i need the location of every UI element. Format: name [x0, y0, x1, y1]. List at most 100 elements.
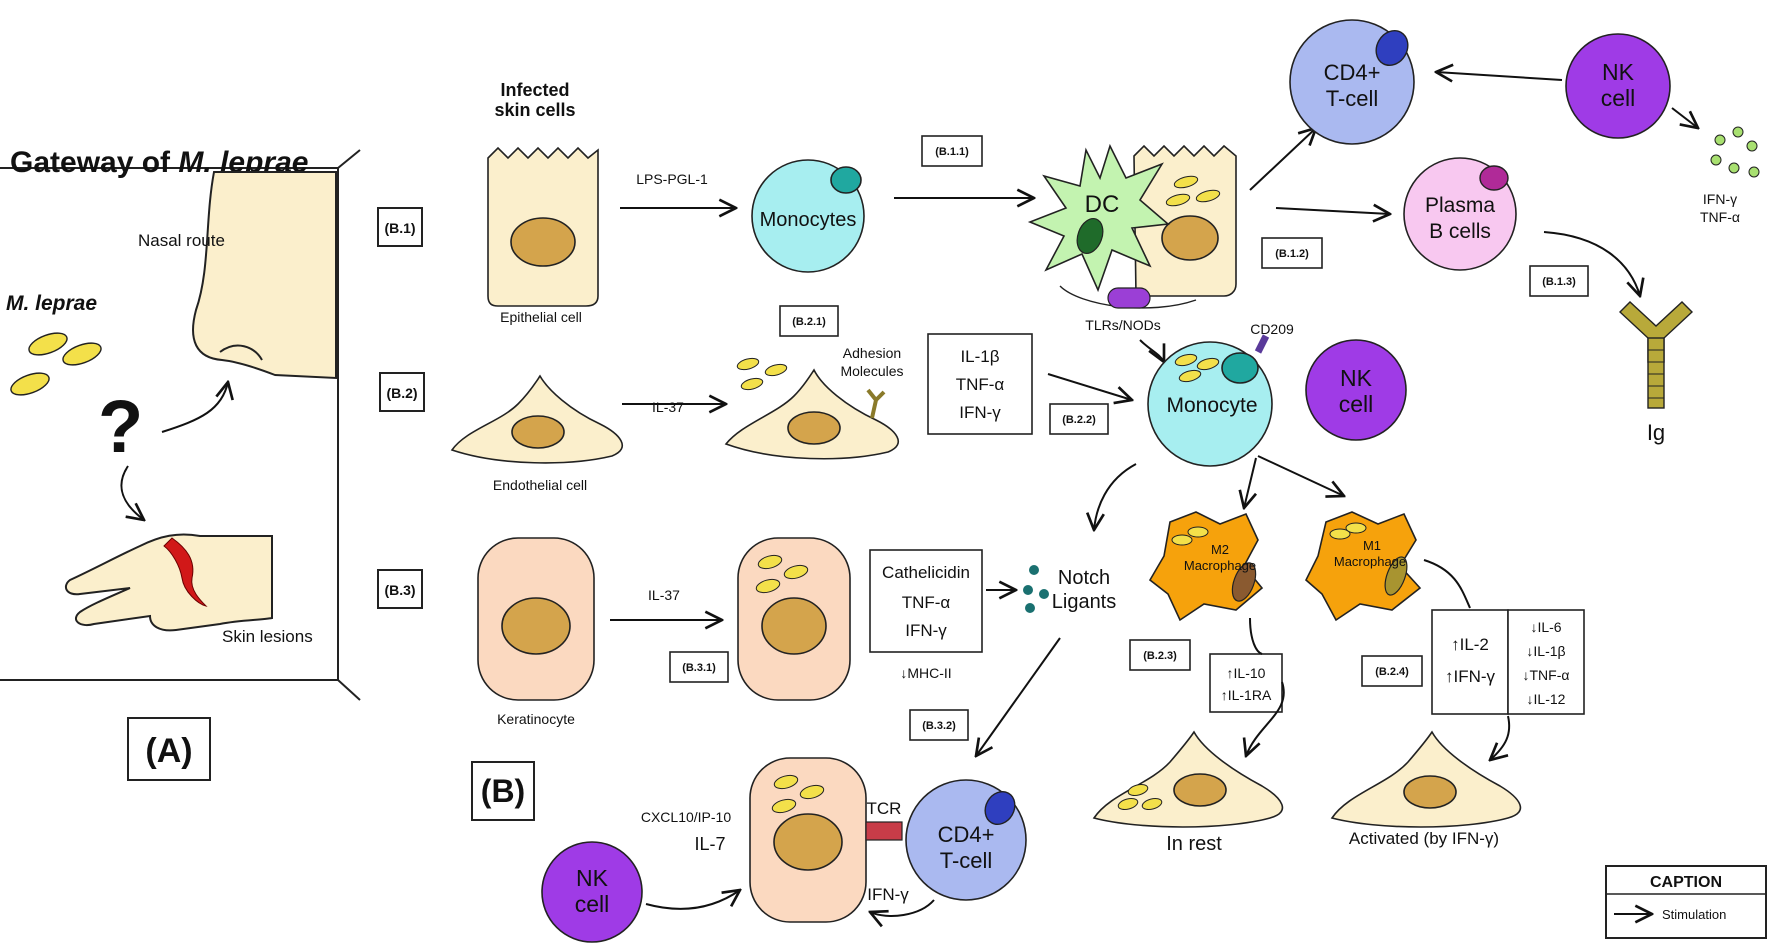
bacterium: [1165, 193, 1191, 207]
arrow-notch-keratinocyte: [976, 637, 1061, 756]
notch-label-2: Ligants: [1052, 591, 1117, 613]
tag-b23: (B.2.3): [1143, 650, 1177, 662]
dc-label: DC: [1085, 191, 1120, 218]
bacterium: [62, 342, 102, 366]
bacterium: [10, 372, 50, 396]
nucleus: [787, 411, 841, 445]
bacterium: [1174, 353, 1198, 367]
epithelial-label: Epithelial cell: [500, 309, 582, 325]
nucleus: [1231, 562, 1257, 602]
tnf-top-label: TNF-α: [1700, 209, 1740, 225]
ifn-top-label: IFN-γ: [1703, 191, 1737, 207]
bacterium: [736, 357, 760, 371]
nasal-route-label: Nasal route: [138, 231, 225, 250]
tlrs-label: TLRs/NODs: [1085, 317, 1160, 333]
il2-label: ↑IL-2: [1451, 635, 1489, 654]
cd209-label: CD209: [1250, 321, 1294, 337]
bacterium: [783, 564, 809, 580]
bacterium: [1196, 357, 1220, 371]
tag-b22: (B.2.2): [1062, 414, 1096, 426]
notch-label: Notch: [1058, 567, 1110, 589]
bacterium: [1187, 526, 1209, 538]
bacterium: [755, 578, 781, 594]
adhesion-label: Adhesion: [843, 345, 901, 361]
ig-antibody: [1618, 301, 1694, 409]
nucleus: [1384, 556, 1408, 596]
stimulation-label: Stimulation: [1662, 907, 1726, 922]
lesion-mark: [163, 537, 208, 607]
tag-b2: (B.2): [386, 385, 417, 401]
il1b-down-label: ↓IL-1β: [1526, 643, 1565, 659]
notch-dots: [1023, 565, 1049, 613]
in-rest-label: In rest: [1166, 833, 1222, 855]
caption-title: CAPTION: [1650, 874, 1722, 891]
caption-legend: CAPTION Stimulation: [1605, 865, 1767, 939]
cd4-top-label-2: T-cell: [1326, 86, 1379, 111]
nucleus: [1375, 30, 1409, 66]
nucleus: [501, 597, 571, 655]
il6-label: ↓IL-6: [1530, 619, 1561, 635]
arrow-plasma-ig: [1543, 231, 1640, 296]
ifn-b2-label: IFN-γ: [959, 403, 1001, 422]
tag-b32: (B.3.2): [922, 720, 956, 732]
il1b-label: IL-1β: [960, 347, 999, 366]
tag-b31: (B.3.1): [682, 662, 716, 674]
adhesion-label-2: Molecules: [840, 363, 903, 379]
bacterium: [1173, 175, 1199, 189]
nose-illustration: [192, 171, 337, 380]
cd4-top-label: CD4+: [1324, 60, 1381, 85]
ifn-bottom-label: IFN-γ: [867, 885, 909, 904]
dc-cell: [1027, 143, 1170, 293]
arrow-nk-keratinocyte: [645, 890, 740, 910]
nucleus: [1403, 775, 1457, 809]
cathelicidin-label: Cathelicidin: [882, 563, 970, 582]
tcr-label: TCR: [867, 799, 902, 818]
nucleus: [830, 166, 862, 194]
bacterium: [771, 798, 797, 814]
monocyte-label: Monocyte: [1166, 394, 1257, 417]
tcr-receptor: [865, 821, 903, 841]
plasma-label: Plasma: [1425, 194, 1495, 217]
nucleus: [1221, 352, 1259, 384]
nucleus: [1161, 215, 1219, 261]
tag-b13: (B.1.3): [1542, 276, 1576, 288]
nucleus: [773, 813, 843, 871]
arrow-monocyte-m2: [1244, 457, 1256, 508]
nucleus: [1479, 165, 1509, 191]
m1-label: M1: [1363, 538, 1381, 553]
tag-b1: (B.1): [384, 220, 415, 236]
tag-b24: (B.2.4): [1375, 666, 1409, 678]
skin-lesions-label: Skin lesions: [222, 627, 313, 646]
arrow-monocyte-m1: [1257, 455, 1344, 496]
mhc-label: ↓MHC-II: [900, 665, 951, 681]
bacterium: [773, 774, 799, 790]
lps-label: LPS-PGL-1: [636, 171, 708, 187]
nk-cell-middle: [1305, 339, 1407, 441]
bacterium: [1171, 534, 1193, 546]
bacterium: [1178, 369, 1202, 383]
nk-bottom-label-2: cell: [575, 891, 610, 917]
keratinocyte-label: Keratinocyte: [497, 711, 575, 727]
il12-label: ↓IL-12: [1527, 691, 1566, 707]
arrow-nk-cd4: [1436, 72, 1563, 80]
arrow-cytokines-monocyte: [1047, 373, 1132, 400]
bacterium: [1127, 784, 1149, 796]
arrow-m1-activated: [1423, 559, 1471, 609]
panel-a: Gateway of M. leprae Nasal route M. lepr…: [0, 146, 361, 781]
arrow-box-activated: [1490, 715, 1511, 760]
nucleus: [1076, 217, 1104, 255]
bacterium: [28, 332, 68, 356]
tag-b12: (B.1.2): [1275, 248, 1309, 260]
arrow-cd4-keratinocyte: [870, 899, 935, 916]
cd209-receptor: [1254, 334, 1270, 354]
arrow-to-nose: [161, 382, 228, 433]
bacterium: [1329, 528, 1351, 540]
m1-label-2: Macrophage: [1334, 554, 1406, 569]
bacterium: [799, 784, 825, 800]
il37-b2-label: IL-37: [652, 399, 684, 415]
nucleus: [511, 415, 565, 449]
bacterium: [740, 377, 764, 391]
bacterium: [1345, 522, 1367, 534]
cd4-bottom-label: CD4+: [938, 822, 995, 847]
